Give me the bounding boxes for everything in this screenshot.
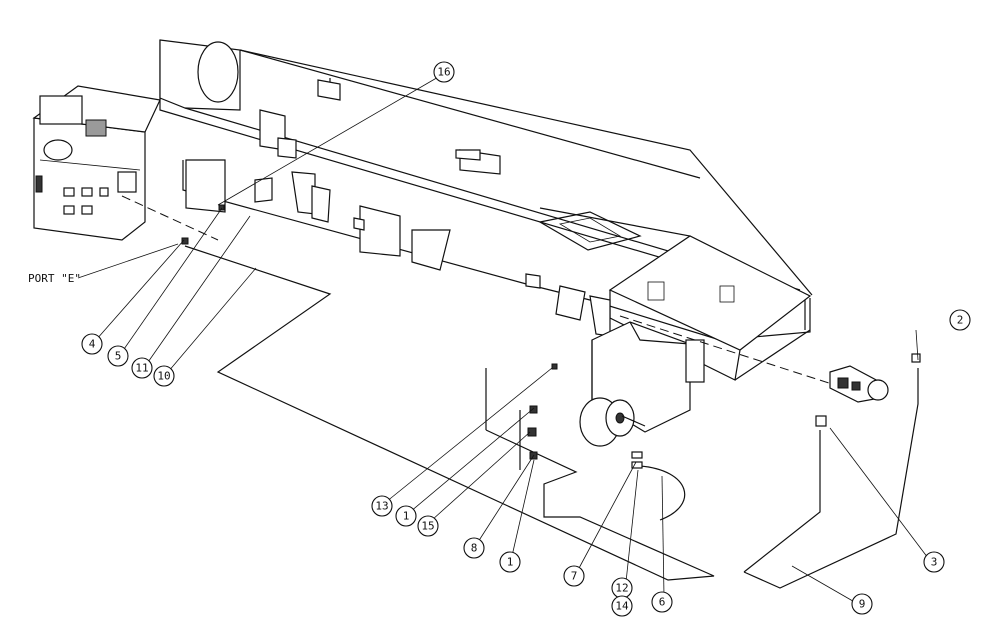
- callout-7-label: 7: [571, 570, 578, 583]
- callout-16: 16: [433, 61, 455, 83]
- reel-mount: [579, 321, 705, 447]
- callout-10: 10: [153, 365, 175, 387]
- callout-4: 4: [81, 333, 103, 355]
- callout-2-label: 2: [957, 314, 964, 327]
- callout-1-second-label: 1: [507, 556, 514, 569]
- callout-8: 8: [463, 537, 485, 559]
- callout-1-label: 1: [403, 510, 410, 523]
- callout-15: 15: [417, 515, 439, 537]
- callout-9: 9: [851, 593, 873, 615]
- callout-13: 13: [371, 495, 393, 517]
- engine-assembly: [32, 85, 161, 241]
- callout-1-second: 1: [499, 551, 521, 573]
- callout-10-label: 10: [157, 370, 170, 383]
- callout-12: 12: [611, 577, 633, 599]
- assembly-centerlines: [121, 195, 833, 385]
- leader-lines: [77, 75, 929, 605]
- callout-5: 5: [107, 345, 129, 367]
- callout-15-label: 15: [421, 520, 434, 533]
- callout-16-label: 16: [437, 66, 450, 79]
- callout-13-label: 13: [375, 500, 388, 513]
- callout-11: 11: [131, 357, 153, 379]
- callout-14-label: 14: [615, 600, 629, 613]
- callout-9-label: 9: [859, 598, 866, 611]
- port-e-label: PORT "E": [28, 272, 81, 285]
- callout-1: 1: [395, 505, 417, 527]
- callout-3: 3: [923, 551, 945, 573]
- pump-assembly: [815, 353, 921, 427]
- callout-5-label: 5: [115, 350, 122, 363]
- callout-3-label: 3: [931, 556, 938, 569]
- callout-6-label: 6: [659, 596, 666, 609]
- callout-7: 7: [563, 565, 585, 587]
- callout-12-label: 12: [615, 582, 628, 595]
- chassis-frame: [159, 39, 813, 381]
- callout-2: 2: [949, 309, 971, 331]
- hose-routes: [184, 245, 919, 589]
- callout-14: 14: [611, 595, 633, 617]
- callout-8-label: 8: [471, 542, 478, 555]
- callout-11-label: 11: [135, 362, 148, 375]
- callout-6: 6: [651, 591, 673, 613]
- callout-4-label: 4: [89, 338, 96, 351]
